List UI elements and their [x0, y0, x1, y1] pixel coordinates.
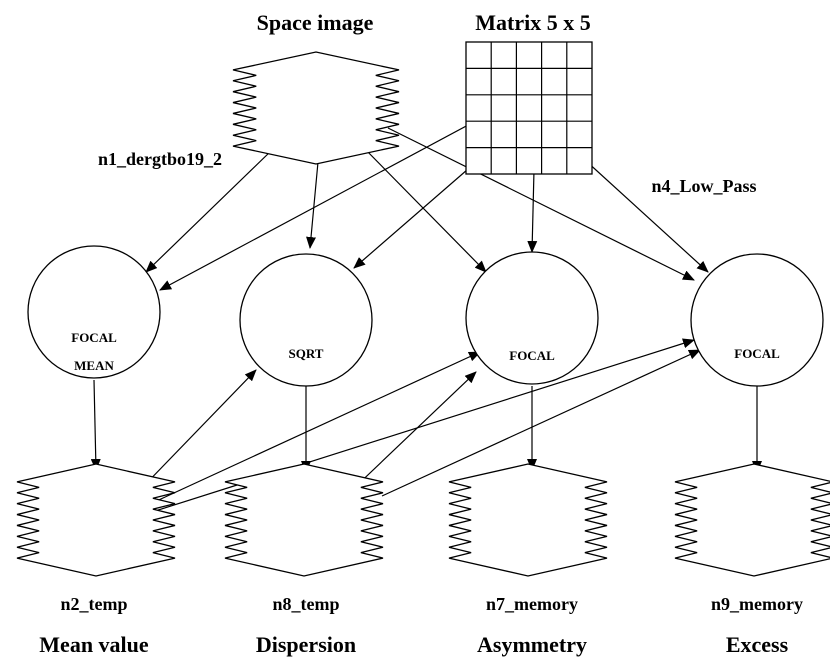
space-image-raster-icon [232, 51, 400, 165]
asymmetry-raster-icon [448, 463, 608, 577]
flow-arrow [159, 123, 471, 291]
matrix-grid-frame [465, 41, 593, 175]
sqrt-label: SQRT [289, 346, 324, 361]
excess-raster-icon [674, 463, 830, 577]
matrix-title: Matrix 5 x 5 [475, 10, 590, 35]
focal-excess-node[interactable]: FOCAL [690, 253, 824, 387]
space-image-node[interactable] [232, 51, 400, 165]
focal-asymmetry-circle [465, 251, 599, 385]
focal-mean-circle [27, 245, 161, 379]
flow-arrow [573, 149, 709, 273]
flow-arrow [151, 338, 695, 513]
flow-arrow [527, 169, 538, 253]
flow-arrow [349, 371, 477, 493]
sqrt-circle [239, 253, 373, 387]
focal-excess-label: FOCAL [734, 346, 780, 361]
output-caption-3: Asymmetry [477, 632, 587, 657]
focal-mean-label-line1: FOCAL [71, 330, 117, 345]
space-image-title: Space image [257, 10, 374, 35]
flow-arrow [145, 149, 273, 273]
focal-excess-circle [690, 253, 824, 387]
sqrt-node[interactable]: SQRT [239, 253, 373, 387]
output-caption-1: Mean value [39, 632, 149, 657]
matrix-node[interactable] [465, 41, 593, 175]
flow-arrow [137, 369, 257, 493]
dispersion-output[interactable] [224, 463, 384, 577]
output-name-3: n7_memory [486, 594, 578, 614]
output-caption-2: Dispersion [256, 632, 356, 657]
mean-value-output[interactable] [16, 463, 176, 577]
output-name-4: n9_memory [711, 594, 803, 614]
focal-mean-label-line2: MEAN [74, 358, 114, 373]
focal-mean-node[interactable]: FOCAL MEAN [27, 245, 161, 379]
matrix-name: n4_Low_Pass [651, 176, 756, 196]
asymmetry-output[interactable] [448, 463, 608, 577]
excess-output[interactable] [674, 463, 830, 577]
flow-arrow [90, 379, 101, 471]
focal-asymmetry-node[interactable]: FOCAL [465, 251, 599, 385]
space-image-name: n1_dergtbo19_2 [98, 149, 222, 169]
matrix-grid-icon [465, 41, 593, 175]
flow-arrow [381, 349, 701, 497]
output-name-2: n8_temp [273, 594, 340, 614]
flow-arrow [306, 161, 319, 249]
focal-asymmetry-label: FOCAL [509, 348, 555, 363]
flow-arrow [361, 145, 487, 273]
mean-value-raster-icon [16, 463, 176, 577]
output-name-1: n2_temp [61, 594, 128, 614]
output-caption-4: Excess [726, 632, 789, 657]
flow-arrow [387, 127, 695, 281]
flow-arrow [149, 351, 481, 505]
dispersion-raster-icon [224, 463, 384, 577]
